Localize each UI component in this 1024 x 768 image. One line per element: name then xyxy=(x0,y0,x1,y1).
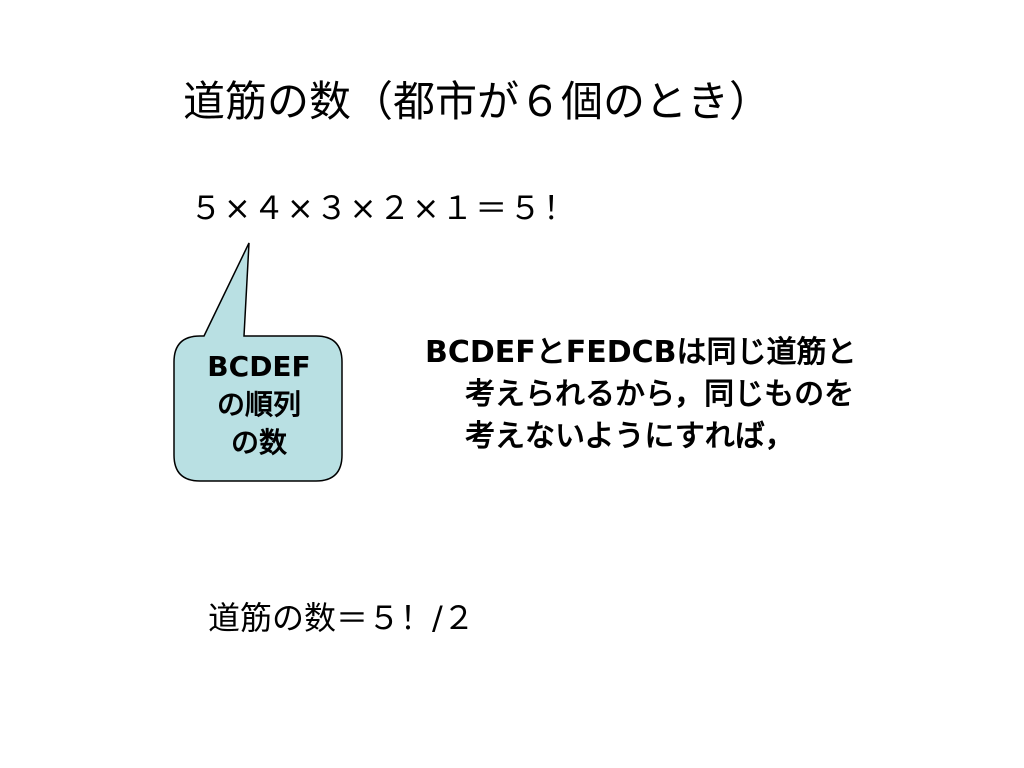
callout-text: BCDEF の順列 の数 xyxy=(175,348,343,462)
callout-line-3: の数 xyxy=(230,426,287,459)
callout-shape xyxy=(173,242,343,482)
explanation-text: BCDEFとFEDCBは同じ道筋と 考えられるから，同じものを 考えないようにす… xyxy=(425,332,985,458)
callout-line-2: の順列 xyxy=(216,388,301,421)
explanation-line-2: 考えられるから，同じものを xyxy=(465,377,855,412)
explanation-line-1: BCDEFとFEDCBは同じ道筋と xyxy=(425,335,857,370)
slide-title: 道筋の数（都市が６個のとき） xyxy=(183,77,772,126)
explanation-line-3: 考えないようにすれば， xyxy=(465,419,795,454)
result-formula: 道筋の数＝５！/２ xyxy=(208,599,475,637)
factorial-formula: ５×４×３×２×１＝５！ xyxy=(190,189,578,227)
callout-line-1: BCDEF xyxy=(207,350,311,383)
